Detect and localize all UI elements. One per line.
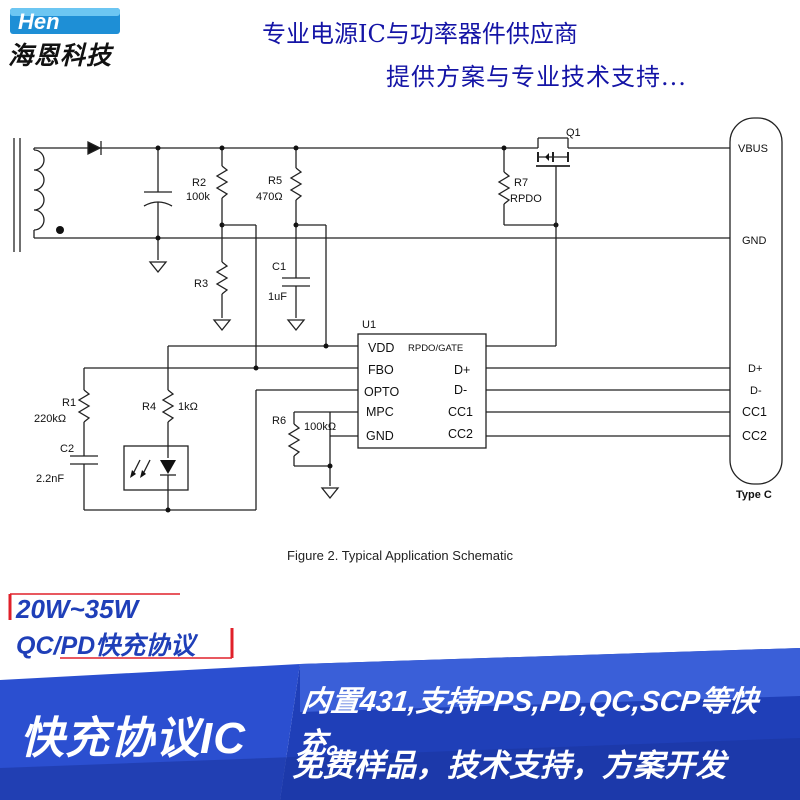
c1-ref: C1 — [272, 261, 286, 273]
r3-ref: R3 — [194, 278, 208, 290]
r1-ref: R1 — [62, 397, 76, 409]
application-schematic: R2 100k R3 R5 470Ω C1 1uF R7 — [13, 117, 783, 513]
r4-ref: R4 — [142, 401, 156, 413]
rectifier-diode — [87, 140, 102, 156]
resistor-r4: R4 1kΩ — [142, 368, 198, 458]
conn-dplus: D+ — [748, 363, 762, 375]
conn-vbus: VBUS — [738, 143, 768, 155]
pin-right-3: D- — [454, 383, 467, 397]
resistor-r5: R5 470Ω — [256, 145, 327, 346]
c2-value: 2.2nF — [36, 473, 64, 485]
c2-ref: C2 — [60, 443, 74, 455]
resistor-r6: R6 100kΩ — [272, 411, 340, 500]
pin-right-5: CC2 — [448, 427, 473, 441]
r2-value: 100k — [186, 191, 210, 203]
conn-dminus: D- — [750, 385, 762, 397]
r5-ref: R5 — [268, 175, 282, 187]
r7-ref: R7 — [514, 177, 528, 189]
pin-left-5: GND — [366, 429, 394, 443]
bulk-capacitor — [143, 145, 173, 274]
q1-ref: Q1 — [566, 127, 581, 139]
logo-chinese-name: 海恩科技 — [8, 41, 113, 70]
pin-right-1: RPDO/GATE — [408, 343, 463, 354]
tagline-supplier: 专业电源IC与功率器件供应商 — [262, 20, 578, 48]
company-logo: Hen — [10, 8, 120, 34]
logo-mark-text: Hen — [18, 9, 60, 34]
pin-left-3: OPTO — [364, 385, 399, 399]
power-range: 20W~35W — [16, 594, 139, 624]
r5-value: 470Ω — [256, 191, 283, 203]
r6-value: 100kΩ — [304, 421, 336, 433]
pin-right-4: CC1 — [448, 405, 473, 419]
pin-right-2: D+ — [454, 363, 470, 377]
ic-u1: U1 VDD FBO OPTO MPC GND RPDO/GATE D+ D- … — [357, 319, 487, 449]
ic-title: 快充协议IC — [20, 714, 246, 763]
resistor-r1: R1 220kΩ — [34, 368, 91, 456]
pin-left-4: MPC — [366, 405, 394, 419]
pin-left-1: VDD — [368, 341, 394, 355]
conn-cc2: CC2 — [742, 429, 767, 443]
services-line: 免费样品，技术支持，方案开发 — [292, 748, 726, 783]
r6-ref: R6 — [272, 415, 286, 427]
tagline-support: 提供方案与专业技术支持... — [386, 63, 687, 91]
optocoupler-led — [123, 445, 189, 513]
c1-value: 1uF — [268, 291, 287, 303]
r2-ref: R2 — [192, 177, 206, 189]
capacitor-c1: C1 1uF — [268, 261, 310, 332]
figure-caption: Figure 2. Typical Application Schematic — [287, 548, 513, 563]
pin-left-2: FBO — [368, 363, 394, 377]
conn-name: Type C — [736, 489, 772, 501]
resistor-r7: R7 RPDO — [497, 145, 559, 228]
r1-value: 220kΩ — [34, 413, 66, 425]
promo-banner-bg — [0, 593, 800, 800]
resistor-r2: R2 100k — [186, 145, 256, 262]
mosfet-q1: Q1 — [536, 127, 581, 346]
r7-value: RPDO — [510, 193, 542, 205]
type-c-connector: VBUS GND D+ D- CC1 CC2 Type C — [729, 117, 783, 501]
conn-gnd: GND — [742, 235, 767, 247]
transformer — [13, 138, 88, 252]
resistor-r3: R3 — [194, 261, 232, 332]
u1-ref: U1 — [362, 319, 376, 331]
conn-cc1: CC1 — [742, 405, 767, 419]
capacitor-c2: C2 2.2nF — [36, 443, 98, 510]
protocol-label: QC/PD快充协议 — [16, 632, 196, 660]
polarity-dot — [56, 226, 64, 234]
r4-value: 1kΩ — [178, 401, 198, 413]
